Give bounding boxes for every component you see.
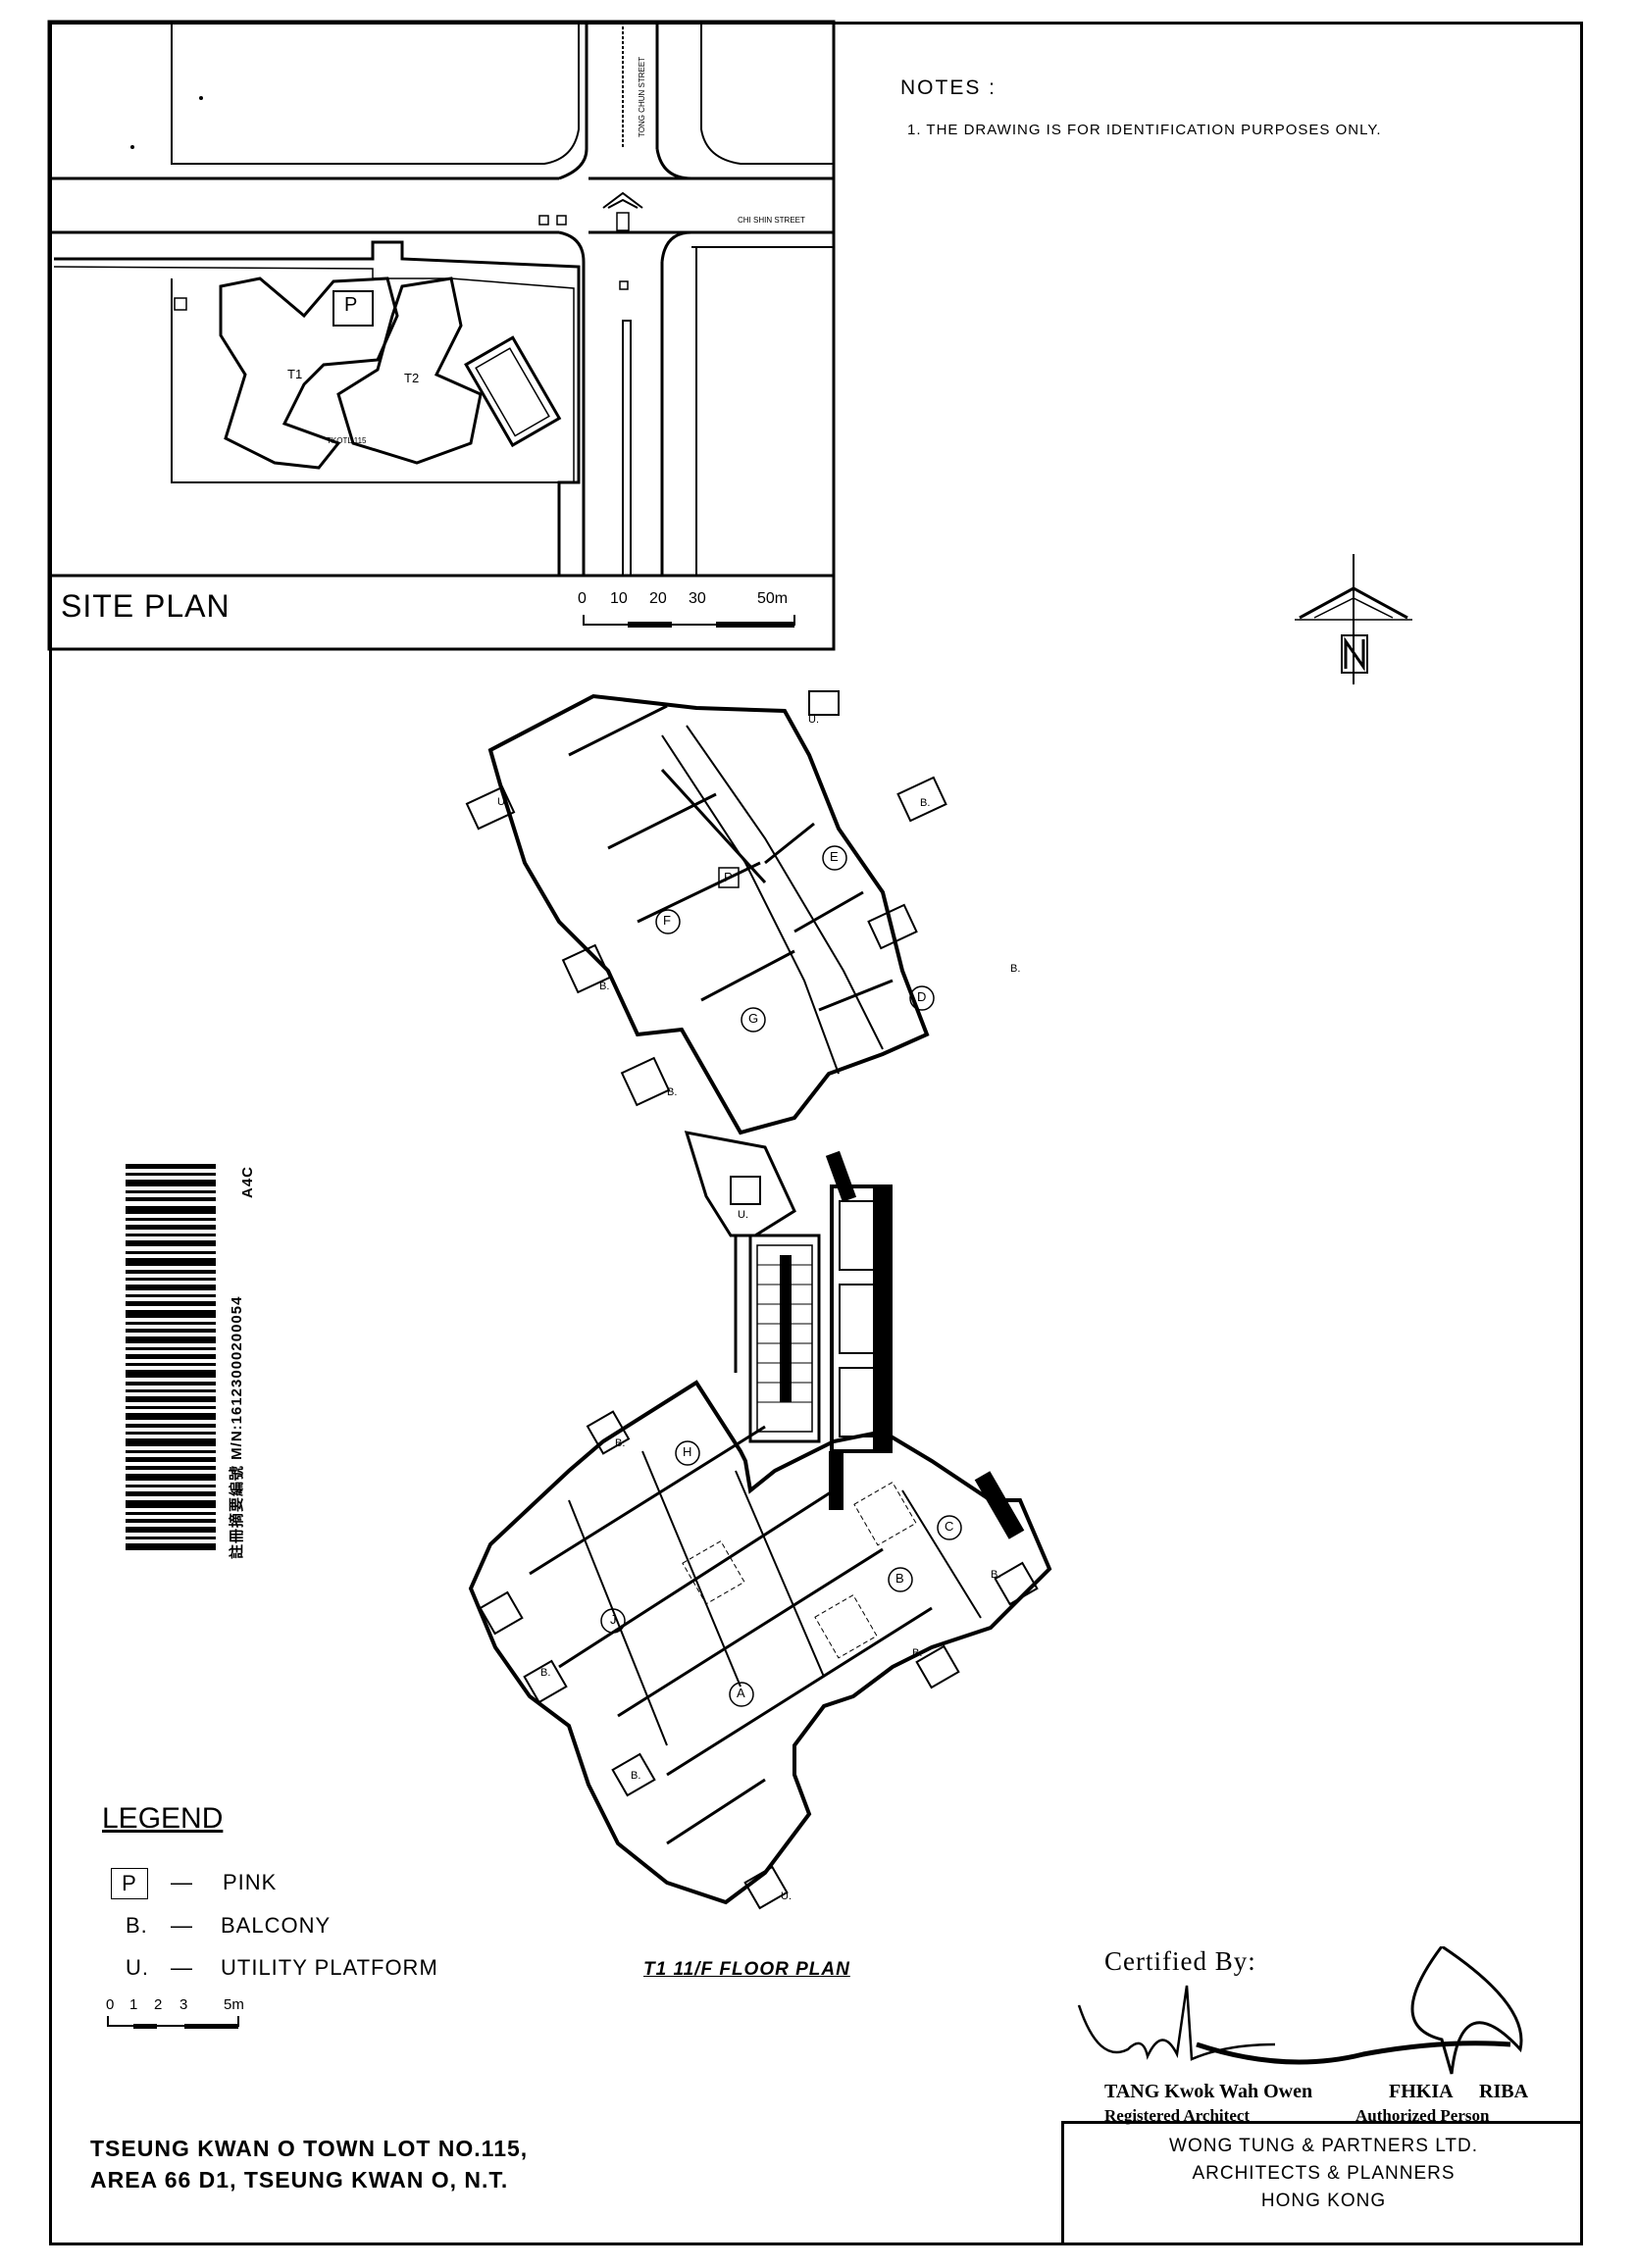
legend-text-pink: PINK [223, 1870, 278, 1894]
legend-scale-label: 1 [129, 1996, 138, 2013]
balcony-label: B. [540, 1667, 551, 1679]
north-arrow-icon [1295, 554, 1412, 684]
unit-label-j: J [610, 1612, 617, 1627]
legend-key-utility: U. [126, 1955, 149, 1980]
architect-qualification-riba: RIBA [1479, 2081, 1529, 2102]
architect-role-authorized: Authorized Person [1355, 2106, 1490, 2125]
parking-label: P [344, 294, 358, 316]
legend-dash: — [171, 1955, 193, 1980]
site-scale-label: 50m [757, 590, 789, 607]
legend-dash: — [171, 1913, 193, 1938]
site-scale-label: 20 [649, 590, 667, 607]
legend-scale-label: 5m [224, 1996, 244, 2013]
utility-label: U. [808, 714, 819, 726]
legend-key-label: P [122, 1871, 137, 1895]
floor-plan-title: T1 11/F FLOOR PLAN [643, 1959, 850, 1980]
legend-text-utility: UTILITY PLATFORM [221, 1955, 438, 1980]
utility-label: U. [497, 796, 508, 808]
firm-title-block: WONG TUNG & PARTNERS LTD. ARCHITECTS & P… [1061, 2121, 1583, 2245]
unit-label-g: G [748, 1011, 759, 1026]
legend-scale-label: 3 [179, 1996, 188, 2013]
firm-name: WONG TUNG & PARTNERS LTD. [1169, 2136, 1478, 2156]
notes-title: NOTES : [900, 76, 997, 99]
firm-location: HONG KONG [1260, 2191, 1387, 2211]
site-scale-label: 0 [578, 590, 587, 607]
tower-label-t2: T2 [404, 371, 420, 385]
balcony-label: B. [920, 797, 931, 809]
lot-line-1: TSEUNG KWAN O TOWN LOT NO.115, [90, 2136, 529, 2161]
site-scale-label: 10 [610, 590, 628, 607]
balcony-label: B. [667, 1086, 678, 1098]
barcode-number: 註冊摘要編號 M/N:16123000200054 [229, 1295, 245, 1559]
balcony-label: B. [991, 1569, 1001, 1581]
barcode-code: A4C [239, 1165, 256, 1198]
legend-key-pink: P [111, 1868, 148, 1899]
legend-scale-label: 0 [106, 1996, 115, 2013]
architect-role-registered: Registered Architect [1104, 2106, 1251, 2125]
unit-label-b: B [895, 1571, 904, 1586]
architect-qualification-fhkia: FHKIA [1389, 2081, 1454, 2102]
unit-label-e: E [830, 849, 839, 864]
lot-line-2: AREA 66 D1, TSEUNG KWAN O, N.T. [90, 2167, 509, 2192]
lot-label: TKOTL 115 [327, 436, 367, 445]
balcony-label: B. [631, 1770, 641, 1782]
barcode-image [126, 1164, 216, 1550]
unit-label-h: H [683, 1444, 692, 1459]
balcony-label: B. [615, 1437, 626, 1449]
utility-label: U. [738, 1209, 748, 1221]
unit-label-f: F [663, 913, 671, 928]
legend-key-balcony: B. [126, 1913, 148, 1938]
balcony-label: B. [912, 1647, 923, 1659]
utility-label: U. [781, 1890, 792, 1902]
legend-scale-bar [107, 2016, 239, 2029]
legend-dash: — [171, 1870, 193, 1894]
balcony-label: B. [1010, 963, 1021, 975]
balcony-label: B. [599, 981, 610, 992]
legend-scale-label: 2 [154, 1996, 163, 2013]
street-name-tong-chun: TONG CHUN STREET [638, 56, 646, 137]
notes-line: 1. THE DRAWING IS FOR IDENTIFICATION PUR… [907, 122, 1382, 138]
signature-image [1077, 1946, 1523, 2075]
certified-by-heading: Certified By: [1104, 1946, 1256, 1976]
architect-name: TANG Kwok Wah Owen [1104, 2081, 1313, 2102]
firm-subtitle: ARCHITECTS & PLANNERS [1192, 2163, 1456, 2184]
unit-label-d: D [917, 989, 927, 1004]
legend-title: LEGEND [102, 1802, 224, 1835]
site-plan-title: SITE PLAN [61, 588, 230, 624]
unit-label-a: A [737, 1686, 745, 1700]
pink-area-label: P [724, 870, 733, 884]
street-name-chi-shin: CHI SHIN STREET [738, 216, 805, 225]
site-plan-drawing [47, 20, 836, 651]
legend-text-balcony: BALCONY [221, 1913, 332, 1938]
unit-label-c: C [945, 1519, 954, 1534]
tower-label-t1: T1 [287, 367, 303, 381]
floor-plan-drawing [465, 690, 1052, 1910]
site-scale-label: 30 [689, 590, 706, 607]
